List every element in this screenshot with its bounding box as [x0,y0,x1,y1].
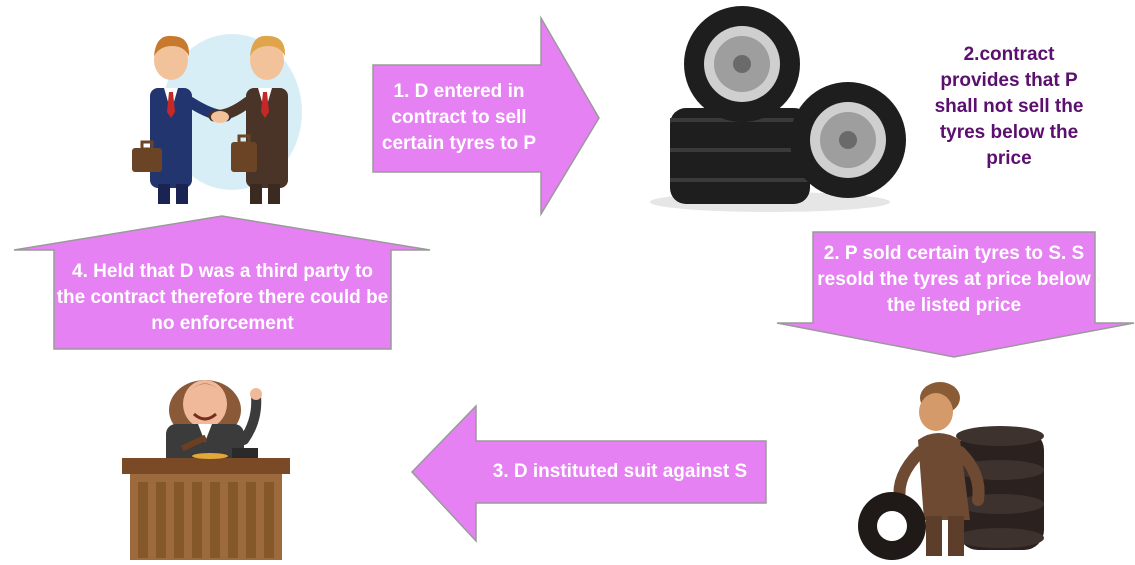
handshake-illustration [132,34,302,204]
judge-illustration [122,380,290,560]
step3-label: 3. D instituted suit against S [476,443,764,501]
contract-note: 2.contract provides that P shall not sel… [925,42,1093,172]
mechanic-with-tyres-illustration [858,382,1044,560]
step2-label: 2. P sold certain tyres to S. S resold t… [815,240,1093,320]
tyre-stack-illustration [650,6,906,212]
step1-label: 1. D entered in contract to sell certain… [375,66,543,170]
step4-label: 4. Held that D was a third party to the … [56,250,389,346]
